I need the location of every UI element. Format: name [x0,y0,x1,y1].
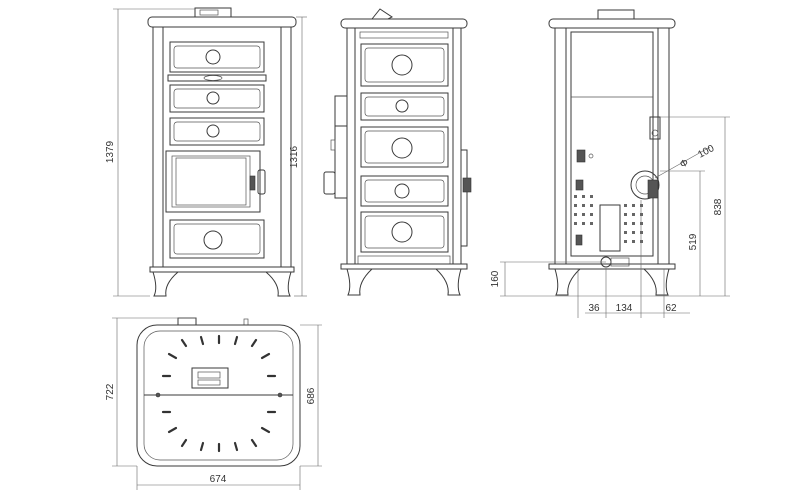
front-leg-left [152,271,179,297]
top-plate-outer [136,324,301,467]
rear-panel [570,31,654,257]
front-panel-2-knob-icon [206,91,220,105]
top-width-label: 674 [210,474,227,485]
side-door-edge-top [334,95,348,127]
rear-access-panel [599,204,621,252]
side-panel-2 [360,92,449,121]
front-panel-1-inset [173,45,261,69]
rear-leg-left [554,268,581,296]
side-panel-4 [360,175,449,207]
front-leg-right [265,271,292,297]
front-height-dimension: 1379 [105,8,195,297]
side-leg-left [346,268,373,296]
rear-socket-icon [575,179,584,191]
front-fire-door [165,150,261,213]
rear-vent-pattern [574,195,643,243]
rear-flue-clamp [647,179,659,199]
top-view [136,317,301,467]
side-view [323,8,472,296]
front-panel-3 [169,117,265,146]
top-dimensions: 722 686 674 [105,317,322,490]
top-display-icon [197,371,221,379]
side-panel-5-knob-icon [391,221,413,243]
rear-flue-outlet-icon [630,170,660,200]
front-height-label: 1379 [105,140,116,163]
front-panel-2 [169,84,265,113]
front-door-handle-icon [249,175,256,191]
top-flue-cap [177,317,197,326]
side-panel-3 [360,126,449,168]
side-handle-icon [323,171,336,195]
rear-upper-fitting [649,116,661,140]
side-grille-bottom [357,255,451,265]
rear-dimensions: 838 519 160 Φ 100 36 134 62 [490,116,730,318]
top-vent-slots [161,334,277,453]
front-logo-icon [203,75,223,81]
front-panel-1-knob-icon [205,49,221,65]
rear-view [548,9,676,296]
side-door-edge [334,125,348,199]
front-logo-strip [167,74,267,82]
side-panel-1 [360,43,449,87]
rear-flue-spacing-label: 134 [616,303,633,314]
front-panel-3-knob-icon [206,124,220,138]
rear-socket-2-icon [575,234,583,246]
rear-top-plate [548,18,676,29]
side-panel-4-knob-icon [394,183,410,199]
side-height-dimension: 1316 [289,16,307,297]
side-base [340,263,468,270]
top-depth-inner-label: 686 [306,387,317,404]
front-panel-1 [169,41,265,73]
rear-offset-right-label: 62 [665,303,677,314]
front-door-latch [257,169,266,195]
side-panel-3-knob-icon [391,137,413,159]
front-fire-door-frame [171,155,251,208]
front-top-plate [147,16,297,28]
side-rear-knob-icon [462,177,472,193]
rear-bottom-height-label: 160 [490,270,501,287]
side-top-flap [371,8,393,20]
front-control-panel [194,7,232,18]
front-panel-4-inset [173,223,261,255]
front-panel-2-inset [173,88,261,109]
rear-switch-icon [576,149,586,163]
front-panel-4 [169,219,265,259]
side-leg-right [435,268,462,296]
rear-body [554,27,670,265]
side-panel-1-knob-icon [391,54,413,76]
rear-offset-left-label: 36 [588,303,600,314]
top-control-panel [191,367,229,389]
front-panel-3-inset [173,121,261,142]
front-panel-4-knob-icon [203,230,223,250]
rear-height-label: 838 [713,198,724,215]
front-base [149,266,295,273]
front-fire-door-glass [175,157,247,206]
front-display-icon [199,9,219,16]
flue-diameter-label: 100 [696,143,716,161]
top-depth-outer-label: 722 [105,383,116,400]
front-view [147,7,297,297]
side-panel-2-knob-icon [395,99,409,113]
rear-flue-height-label: 519 [688,233,699,250]
side-height-label: 1316 [289,145,300,168]
side-panel-5 [360,211,449,253]
side-rear-connector [460,149,468,247]
rear-base [548,263,676,270]
rear-flue-cap [597,9,635,20]
side-grille-top [359,31,449,39]
side-hinge-icon [330,139,336,151]
rear-leg-right [643,268,670,296]
side-top-plate [340,18,468,29]
